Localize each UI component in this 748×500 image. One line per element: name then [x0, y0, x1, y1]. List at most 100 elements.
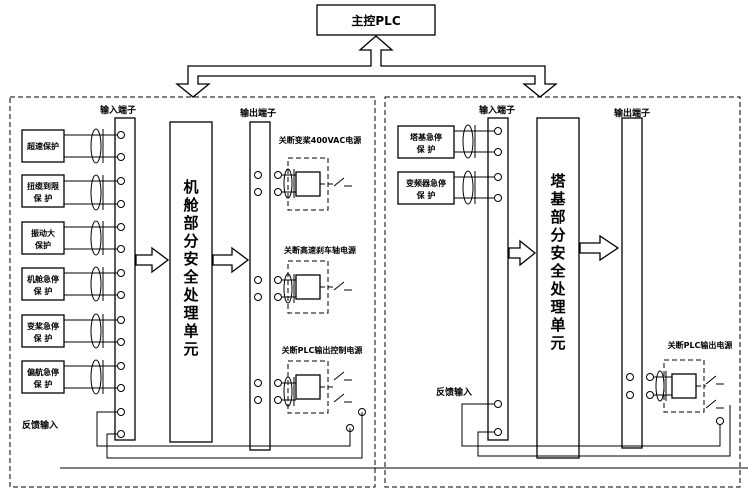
- protection-label: 超速保护: [26, 141, 59, 151]
- left-feedback-label: 反馈输入: [22, 419, 58, 431]
- protection-box: [21, 360, 65, 394]
- protection-label: 扭缆到限: [27, 181, 59, 191]
- terminal: [716, 417, 724, 425]
- relay-contact: [333, 393, 352, 403]
- output-label: 关断PLC输出电源: [668, 340, 733, 350]
- left-arrow-in: [135, 246, 170, 274]
- protection-box: [21, 314, 65, 348]
- unit-char: 部: [183, 214, 198, 232]
- relay-contact: [333, 177, 352, 187]
- bus-arrow: [175, 35, 558, 98]
- left-safety-unit: [169, 121, 213, 443]
- unit-char: 理: [183, 304, 198, 322]
- unit-char: 分: [550, 226, 565, 244]
- terminal: [254, 396, 262, 404]
- right-input-header: 输入端子: [479, 104, 515, 116]
- output-label: 关断变桨400VAC电源: [279, 135, 361, 145]
- left-output-header: 输出端子: [240, 107, 276, 119]
- right-feedback-label: 反馈输入: [436, 386, 472, 398]
- terminal: [117, 153, 125, 161]
- protection-label: 保 护: [33, 193, 53, 203]
- terminal: [117, 384, 125, 392]
- terminal: [646, 373, 654, 381]
- unit-char: 塔: [550, 172, 566, 190]
- left-input-terminal-strip: [114, 117, 136, 441]
- terminal: [494, 173, 502, 181]
- terminal: [117, 245, 125, 253]
- ct-coil: [462, 124, 474, 159]
- right-panel-frame: [384, 96, 741, 488]
- ct-coil: [90, 128, 102, 164]
- protection-box: [21, 221, 65, 255]
- left-input-header: 输入端子: [100, 104, 136, 116]
- relay-coil: [671, 373, 697, 399]
- left-output-terminal-strip: [249, 121, 271, 451]
- protection-label: 保 护: [33, 333, 53, 343]
- left-feedback-wire: [106, 412, 363, 459]
- relay-contact: [705, 375, 724, 385]
- right-input-terminal-strip: [487, 117, 509, 441]
- right-output-header: 输出端子: [614, 107, 650, 119]
- left-arrow-out: [212, 246, 250, 274]
- master-plc-box: [316, 4, 436, 36]
- terminal: [494, 194, 502, 202]
- terminal: [494, 148, 502, 156]
- relay-coil: [295, 374, 321, 400]
- unit-char: 机: [183, 178, 198, 196]
- master-plc-label: 主控PLC: [351, 13, 400, 28]
- output-label: 关断PLC输出控制电源: [282, 345, 363, 355]
- terminal: [117, 200, 125, 208]
- right-safety-unit: [536, 117, 580, 459]
- relay-contact: [705, 399, 724, 409]
- right-terminal: [494, 428, 502, 436]
- terminal: [254, 188, 262, 196]
- ct-coil: [90, 220, 102, 256]
- unit-char: 处: [549, 280, 566, 298]
- terminal: [117, 177, 125, 185]
- right-terminal: [494, 400, 502, 408]
- terminal: [274, 276, 282, 284]
- relay-contact: [333, 371, 352, 381]
- protection-label: 保 护: [33, 286, 53, 296]
- unit-char: 理: [550, 298, 565, 316]
- right-arrow-out: [579, 234, 620, 262]
- unit-char: 全: [549, 262, 566, 280]
- right-feedback-wire: [477, 405, 731, 457]
- right-arrow-in: [508, 239, 537, 267]
- ct-coil: [655, 370, 665, 402]
- terminal: [117, 362, 125, 370]
- unit-char: 单: [550, 316, 565, 334]
- protection-box: [397, 125, 455, 159]
- unit-char: 处: [182, 286, 199, 304]
- terminal: [117, 223, 125, 231]
- unit-char: 全: [182, 268, 199, 286]
- unit-char: 分: [183, 232, 198, 250]
- relay-coil: [295, 171, 321, 197]
- terminal: [626, 391, 634, 399]
- unit-char: 基: [549, 190, 566, 208]
- terminal: [117, 316, 125, 324]
- unit-char: 单: [183, 322, 198, 340]
- output-label: 关断高速刹车轴电源: [284, 245, 356, 255]
- terminal: [274, 171, 282, 179]
- protection-label: 保护: [34, 240, 51, 250]
- relay-contact: [333, 281, 352, 291]
- ct-coil: [462, 170, 474, 205]
- terminal: [254, 379, 262, 387]
- protection-label: 保 护: [416, 144, 436, 154]
- terminal: [274, 188, 282, 196]
- protection-box: [397, 171, 455, 205]
- terminal: [646, 391, 654, 399]
- unit-char: 安: [183, 250, 198, 268]
- terminal: [117, 269, 125, 277]
- left-terminal: [117, 430, 125, 438]
- unit-char: 元: [550, 334, 565, 352]
- ct-coil: [90, 266, 102, 302]
- unit-char: 元: [183, 340, 198, 358]
- protection-box: [21, 174, 65, 208]
- terminal: [254, 276, 262, 284]
- terminal: [254, 171, 262, 179]
- terminal: [494, 127, 502, 135]
